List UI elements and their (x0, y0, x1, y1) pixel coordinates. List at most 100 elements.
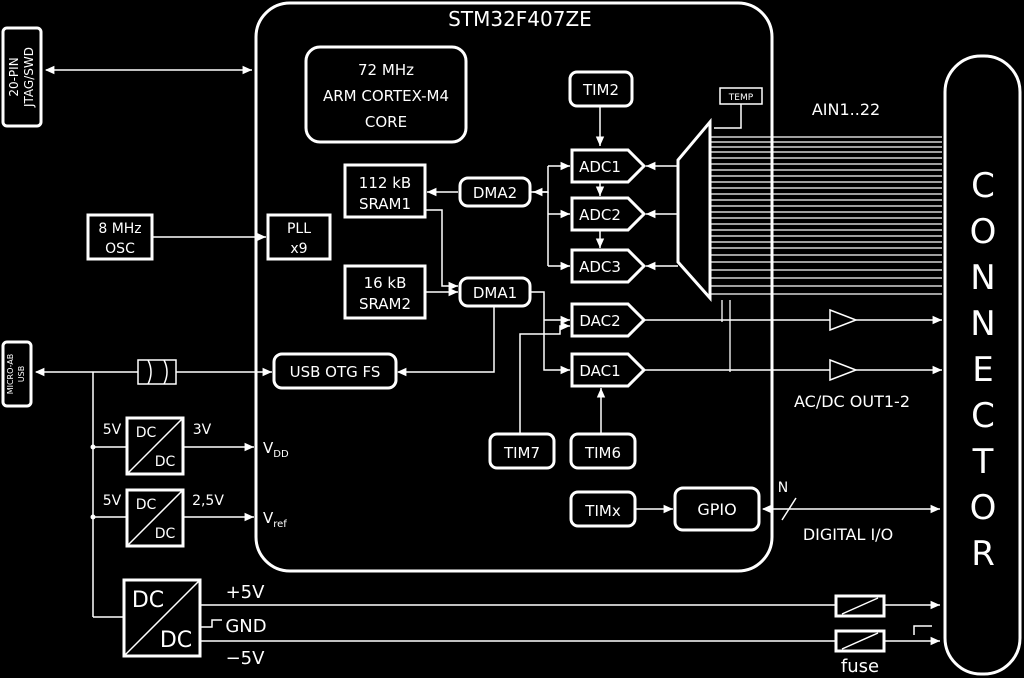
timx-label: TIMx (584, 502, 621, 520)
bus-width-label: N (778, 480, 788, 496)
usb-connector: MICRO-AB USB (1, 340, 33, 408)
usb-type: MICRO-AB (6, 354, 15, 395)
sram1-size: 112 kB (359, 174, 411, 192)
connector-outline (943, 54, 1022, 676)
vref-sub: ref (273, 519, 287, 530)
dc-dc-main: DC DC (122, 578, 202, 658)
dc-dc-3v3: DC DC (125, 416, 185, 476)
tim7-label: TIM7 (503, 444, 540, 462)
gnd-symbol (913, 625, 932, 635)
usb-otg-block: USB OTG FS (272, 352, 398, 390)
acdc-out-label: AC/DC OUT1-2 (794, 392, 910, 411)
dma2-label: DMA2 (473, 184, 517, 202)
sram2-label: SRAM2 (359, 295, 411, 313)
pll-mult: x9 (290, 241, 307, 257)
adc3-block: ADC3 (570, 248, 647, 284)
vdd-label: VDD (263, 439, 289, 460)
vin-5v-b: 5V (103, 493, 122, 509)
tim2-block: TIM2 (568, 70, 634, 108)
vin-5v-a: 5V (103, 422, 122, 438)
temp-sensor-block: TEMP (719, 87, 763, 105)
fuse-label: fuse (841, 656, 879, 677)
dac1-block: DAC1 (570, 352, 647, 388)
connector-letter: C (971, 396, 995, 436)
arm-core-block: 72 MHz ARM CORTEX-M4 CORE (304, 45, 468, 144)
mcu-title: STM32F407ZE (448, 7, 592, 31)
osc-freq: 8 MHz (98, 221, 141, 237)
dc-main-in: DC (132, 588, 164, 613)
tim6-label: TIM6 (584, 444, 621, 462)
plus-5v-label: +5V (226, 582, 266, 603)
temp-label: TEMP (728, 93, 754, 103)
connector-letter: T (972, 442, 994, 482)
bus-slash (781, 497, 797, 521)
vdd-main: V (263, 439, 274, 457)
dc-in-label-2: DC (136, 497, 157, 513)
vdd-sub: DD (273, 449, 289, 460)
dc-in-label: DC (136, 425, 157, 441)
adc2-block: ADC2 (570, 196, 647, 232)
ain-lines (710, 136, 942, 372)
dac2-label: DAC2 (579, 312, 620, 330)
minus-5v-label: −5V (226, 648, 266, 669)
fuse-plus (834, 594, 886, 618)
jtag-label: JTAG/SWD (22, 47, 36, 108)
connector-letter: N (970, 258, 995, 298)
dac2-block: DAC2 (570, 302, 647, 338)
tim6-block: TIM6 (569, 432, 637, 470)
pll-block: PLL x9 (266, 213, 332, 261)
dma1-block: DMA1 (458, 276, 532, 308)
connector-letter: N (970, 304, 995, 344)
dac2-buffer (829, 308, 859, 332)
dac1-buffer (829, 358, 859, 382)
gpio-label: GPIO (697, 500, 736, 519)
usb-label: USB (17, 366, 26, 382)
sram2-block: 16 kB SRAM2 (343, 264, 427, 320)
dc-out-label-2: DC (155, 526, 176, 542)
pll-label: PLL (287, 221, 311, 237)
jtag-connector: 20-PIN JTAG/SWD (1, 26, 43, 128)
jtag-pins: 20-PIN (7, 57, 21, 96)
dma1-label: DMA1 (473, 284, 517, 302)
gpio-block: GPIO (673, 486, 761, 532)
adc1-block: ADC1 (570, 148, 647, 184)
adc1-label: ADC1 (579, 158, 621, 176)
core-freq: 72 MHz (358, 61, 414, 79)
vref-label: Vref (263, 509, 287, 530)
adc3-label: ADC3 (579, 258, 621, 276)
analog-mux (676, 117, 712, 302)
timx-block: TIMx (569, 490, 637, 528)
core-name: ARM CORTEX-M4 (323, 87, 449, 105)
dc-main-out: DC (160, 628, 192, 653)
mcu-outline (254, 1, 774, 573)
tim7-block: TIM7 (488, 432, 556, 470)
vout-2v5: 2,5V (192, 493, 224, 509)
sram1-block: 112 kB SRAM1 (343, 163, 427, 219)
osc-label: OSC (105, 241, 135, 257)
tim2-label: TIM2 (582, 81, 619, 99)
vout-3v: 3V (193, 422, 212, 438)
adc2-label: ADC2 (579, 206, 621, 224)
connector-letters: C O N N E C T O R (970, 166, 997, 574)
digital-io-label: DIGITAL I/O (803, 525, 893, 544)
sram1-label: SRAM1 (359, 195, 411, 213)
connector-letter: O (970, 488, 997, 528)
dc-dc-vref: DC DC (125, 488, 185, 548)
dma2-block: DMA2 (458, 176, 532, 208)
connector-letter: R (971, 534, 995, 574)
sram2-size: 16 kB (364, 274, 407, 292)
fuse-minus (834, 629, 886, 653)
ain-label: AIN1..22 (812, 100, 880, 119)
dac1-label: DAC1 (579, 362, 620, 380)
osc-block: 8 MHz OSC (86, 213, 154, 261)
usb-esd-filter (137, 359, 177, 385)
vref-main: V (263, 509, 274, 527)
connector-letter: C (971, 166, 995, 206)
core-label: CORE (365, 113, 407, 131)
gnd-label: GND (225, 616, 266, 637)
connector-letter: E (972, 350, 993, 390)
dc-out-label: DC (155, 454, 176, 470)
usb-otg-label: USB OTG FS (290, 363, 381, 381)
connector-letter: O (970, 212, 997, 252)
